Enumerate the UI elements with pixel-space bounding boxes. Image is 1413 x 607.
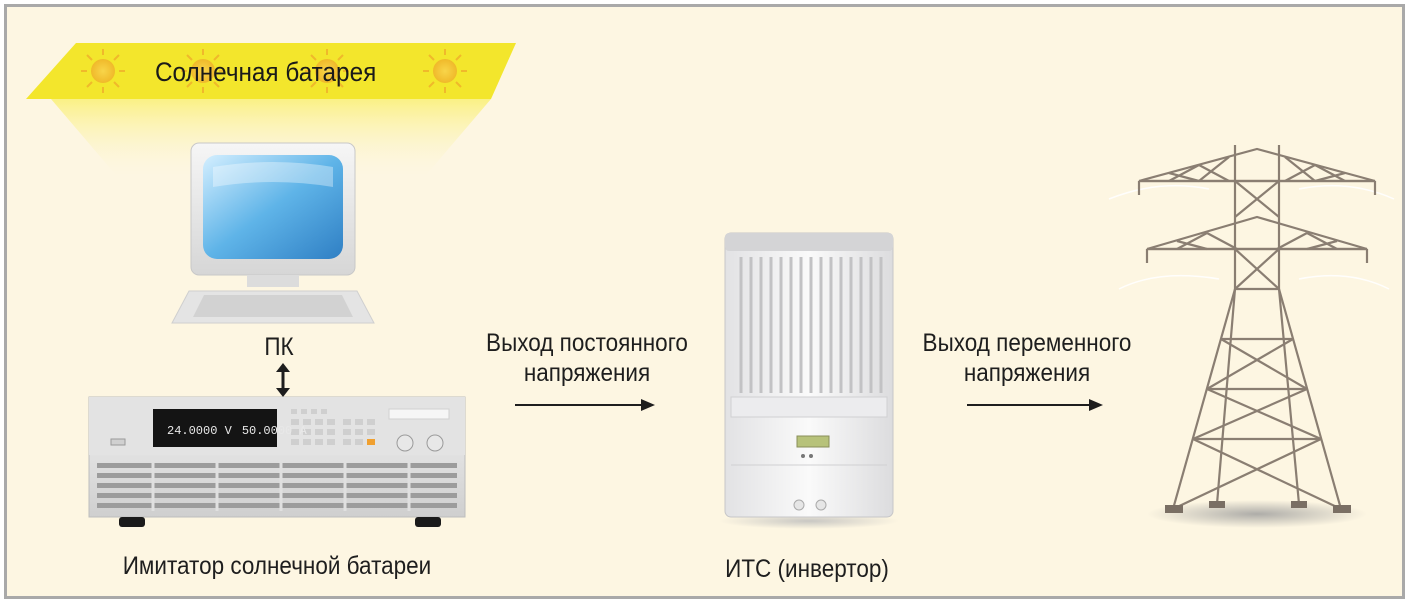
solar-banner bbox=[26, 43, 516, 181]
dc-output-label-line1: Выход постоянного bbox=[486, 329, 688, 357]
dc-output-label-line2: напряжения bbox=[523, 359, 651, 387]
power-tower-icon bbox=[1108, 145, 1395, 528]
ac-output-label-line1: Выход переменного bbox=[922, 329, 1132, 357]
sun-icon bbox=[81, 49, 125, 93]
display-voltage: 24.0000 V bbox=[167, 424, 232, 438]
dc-output-arrow-icon bbox=[515, 399, 655, 411]
banner-band bbox=[26, 43, 516, 99]
solar-simulator-device-icon bbox=[88, 396, 466, 527]
display-current: 50.0000 A bbox=[241, 424, 307, 438]
ac-output-arrow-icon bbox=[967, 399, 1103, 411]
bidirectional-arrow-icon bbox=[276, 363, 290, 397]
simulator-display: 24.0000 V 50.0000 A bbox=[167, 424, 307, 438]
pc-computer-icon bbox=[171, 142, 375, 324]
inverter-device-icon bbox=[719, 232, 899, 529]
sun-icon bbox=[423, 49, 467, 93]
pc-label: ПК bbox=[264, 333, 294, 361]
diagram-frame: Солнечная батарея ПК bbox=[4, 4, 1405, 599]
banner-glow bbox=[51, 99, 491, 181]
simulator-label: Имитатор солнечной батареи bbox=[122, 552, 432, 580]
sun-icon bbox=[181, 49, 225, 93]
banner-title: Солнечная батарея bbox=[155, 57, 377, 87]
sun-icon bbox=[305, 49, 349, 93]
inverter-label: ИТС (инвертор) bbox=[725, 555, 889, 583]
ac-output-label-line2: напряжения bbox=[963, 359, 1091, 387]
